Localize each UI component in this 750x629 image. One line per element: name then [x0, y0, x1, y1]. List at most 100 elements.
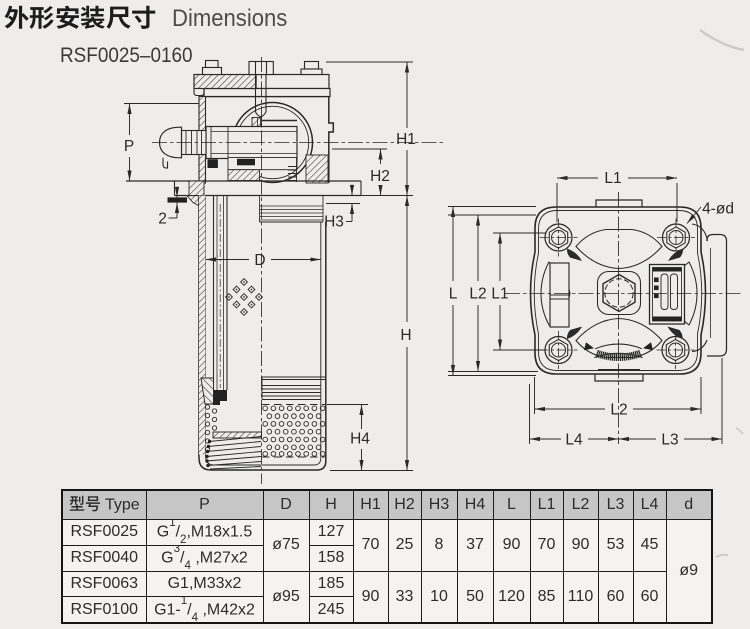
- cell-l2: 90: [562, 519, 599, 572]
- cell-l2: 110: [562, 570, 599, 624]
- bowl-left-wall: [199, 195, 206, 455]
- column-header-d: d: [665, 489, 713, 520]
- clogging-indicator: [648, 263, 686, 325]
- tank-plate-lip: [167, 197, 187, 203]
- side-view-dim-labels: P 2 D H1 H2 H3 H H4: [124, 131, 416, 448]
- column-header-l2: L2: [562, 489, 599, 520]
- cjk-glyph: [69, 495, 85, 512]
- dim-label-d: D: [254, 252, 265, 269]
- flange-outline-inner: [533, 210, 703, 371]
- cell-h: 158: [308, 544, 354, 572]
- cell-h: 245: [308, 596, 354, 624]
- side-view-dimensions: [124, 61, 413, 471]
- cell-h1: 90: [352, 570, 389, 624]
- central-boss: [596, 270, 642, 316]
- column-header-p: P: [145, 489, 264, 520]
- cell-type: RSF0100: [61, 596, 147, 624]
- clamp-lip: [193, 88, 205, 97]
- rod-seat: [251, 117, 262, 127]
- bowl-inner: [205, 195, 322, 466]
- cell-p: G1,M33x2: [145, 570, 264, 598]
- dim-label-h4: H4: [350, 431, 370, 448]
- cell-type: RSF0063: [61, 570, 147, 598]
- cell-l3: 53: [597, 519, 634, 572]
- cell-h3: 10: [420, 570, 458, 624]
- page-title-zh: [4, 5, 156, 30]
- top-view-dim-labels: L1 4-ød L L2 L1 L2 L4 L3: [449, 170, 734, 449]
- dim-label-l1-top: L1: [604, 170, 621, 187]
- column-header-d: D: [262, 489, 310, 520]
- bowl-outer: [198, 195, 327, 471]
- mounting-flange: [126, 180, 362, 210]
- drip-hook: [162, 157, 169, 169]
- diamond-cluster: [224, 277, 264, 317]
- dim-label-2: 2: [158, 211, 167, 228]
- flange-bottom-tab: [594, 374, 644, 382]
- cjk-glyph: [80, 5, 105, 29]
- bolt-hole-tl: [539, 218, 578, 257]
- side-view-drawing: P 2 D H1 H2 H3 H H4: [124, 57, 443, 484]
- cell-l3: 60: [597, 570, 634, 624]
- column-header-h3: H3: [420, 489, 458, 520]
- column-header-h: H: [308, 489, 354, 520]
- column-header-l1: L1: [529, 489, 564, 520]
- cjk-glyph: [29, 5, 55, 29]
- dim-label-h: H: [400, 327, 411, 344]
- bolt-gussets: [566, 248, 684, 339]
- dim-label-bolt-note: 4-ød: [702, 201, 734, 218]
- cell-type: RSF0040: [61, 544, 147, 572]
- threaded-neck: [259, 195, 324, 223]
- cell-d: ø95: [262, 570, 310, 624]
- head-right-wall-section: [305, 154, 329, 184]
- cell-p: G1/2,M18x1.5: [145, 519, 264, 546]
- flange-outline-outer: [529, 206, 707, 375]
- dim-label-l4: L4: [565, 432, 583, 449]
- cell-h2: 25: [387, 519, 422, 572]
- center-hex: [602, 273, 636, 313]
- cell-h: 185: [308, 570, 354, 598]
- cell-l: 120: [492, 570, 531, 624]
- dim-label-h1: H1: [396, 131, 416, 148]
- cjk-glyph: [4, 5, 29, 29]
- model-range: RSF0025–0160: [60, 43, 193, 67]
- cjk-glyph: [56, 5, 79, 29]
- top-view-drawing: L1 4-ød L L2 L1 L2 L4 L3: [448, 170, 741, 449]
- cover-plate-top: [255, 73, 330, 90]
- stud-left: [201, 59, 223, 76]
- cell-d-hole: ø9: [665, 519, 713, 624]
- dim-label-p: P: [124, 138, 134, 155]
- cell-p: G1-1/4 ,M42x2: [145, 596, 264, 624]
- dim-label-l2-left: L2: [469, 286, 486, 303]
- cell-d: ø75: [262, 519, 310, 572]
- dim-label-h2: H2: [370, 168, 390, 185]
- cover-band: [203, 87, 331, 98]
- column-header-l: L: [492, 489, 531, 520]
- perforated-screen: [204, 404, 326, 457]
- clamp-plate: [193, 73, 257, 90]
- column-header-l4: L4: [632, 489, 667, 520]
- bolt-hole-br: [656, 331, 695, 369]
- cell-l1: 85: [529, 570, 564, 624]
- cell-l4: 45: [632, 519, 667, 572]
- element-cap-ribs: [261, 376, 326, 401]
- column-header-h1: H1: [352, 489, 389, 520]
- column-header-l3: L3: [597, 489, 634, 520]
- cell-h: 127: [308, 519, 354, 546]
- column-header-h4: H4: [456, 489, 494, 520]
- flange-top-tab: [595, 199, 643, 207]
- dim-label-l1-left: L1: [491, 286, 508, 303]
- cell-h4: 50: [456, 570, 494, 624]
- cell-type: RSF0025: [61, 519, 147, 546]
- bypass-valve-section: [207, 157, 298, 182]
- cjk-glyph: [106, 6, 131, 29]
- cell-p: G3/4 ,M27x2: [145, 544, 264, 572]
